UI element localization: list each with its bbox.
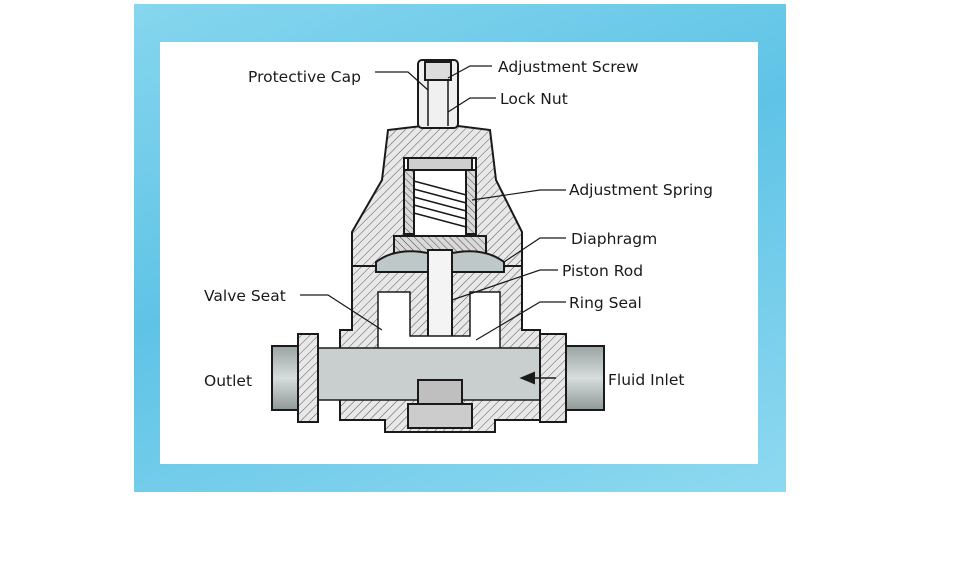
label-adjustment-screw: Adjustment Screw — [498, 58, 639, 76]
label-ring-seal: Ring Seal — [569, 294, 642, 312]
label-outlet: Outlet — [204, 372, 252, 390]
label-valve-seat: Valve Seat — [204, 287, 286, 305]
valve-body — [271, 59, 605, 433]
label-diaphragm: Diaphragm — [571, 230, 657, 248]
leader-lines — [300, 65, 566, 341]
label-adjustment-spring: Adjustment Spring — [569, 181, 713, 199]
label-piston-rod: Piston Rod — [562, 262, 643, 280]
label-fluid-inlet: Fluid Inlet — [608, 371, 684, 389]
label-lock-nut: Lock Nut — [500, 90, 568, 108]
label-protective-cap: Protective Cap — [248, 68, 361, 86]
